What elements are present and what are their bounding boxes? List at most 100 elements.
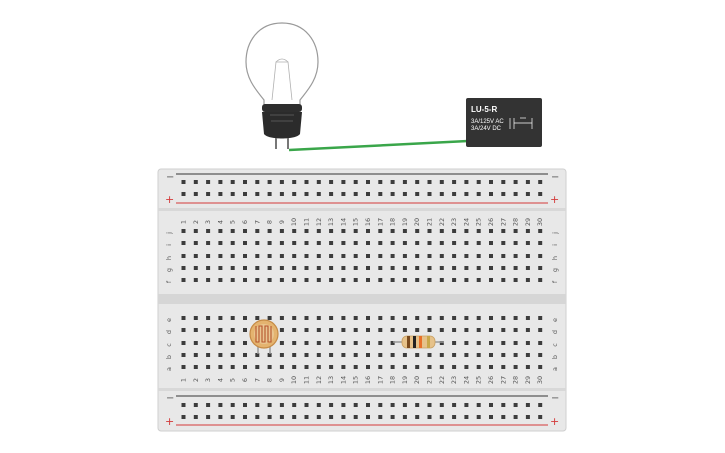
rail-hole[interactable] (341, 403, 346, 407)
terminal-hole[interactable] (193, 365, 198, 369)
terminal-hole[interactable] (292, 241, 297, 245)
terminal-hole[interactable] (402, 353, 407, 357)
terminal-hole[interactable] (181, 328, 186, 332)
rail-hole[interactable] (255, 180, 260, 184)
terminal-hole[interactable] (206, 316, 211, 320)
breadboard[interactable]: − − + + − − + + 112233445566778899101011… (157, 168, 567, 432)
terminal-hole[interactable] (378, 316, 383, 320)
terminal-hole[interactable] (341, 229, 346, 233)
rail-hole[interactable] (427, 192, 432, 196)
terminal-hole[interactable] (439, 266, 444, 270)
terminal-hole[interactable] (452, 341, 457, 345)
terminal-hole[interactable] (353, 353, 358, 357)
terminal-hole[interactable] (427, 328, 432, 332)
rail-hole[interactable] (279, 403, 284, 407)
terminal-hole[interactable] (452, 229, 457, 233)
terminal-hole[interactable] (415, 353, 420, 357)
terminal-hole[interactable] (501, 229, 506, 233)
terminal-hole[interactable] (304, 316, 309, 320)
terminal-hole[interactable] (353, 266, 358, 270)
terminal-hole[interactable] (329, 278, 334, 282)
terminal-hole[interactable] (353, 229, 358, 233)
terminal-hole[interactable] (243, 316, 247, 320)
terminal-hole[interactable] (304, 229, 309, 233)
rail-hole[interactable] (366, 415, 370, 419)
terminal-hole[interactable] (193, 254, 198, 258)
terminal-hole[interactable] (316, 316, 321, 320)
terminal-hole[interactable] (181, 241, 186, 245)
photoresistor-icon[interactable] (249, 319, 279, 354)
rail-hole[interactable] (427, 415, 432, 419)
terminal-hole[interactable] (255, 353, 260, 357)
terminal-hole[interactable] (353, 278, 358, 282)
terminal-hole[interactable] (501, 254, 506, 258)
rail-hole[interactable] (267, 180, 272, 184)
terminal-hole[interactable] (439, 328, 444, 332)
terminal-hole[interactable] (279, 266, 284, 270)
rail-hole[interactable] (230, 415, 235, 419)
terminal-hole[interactable] (304, 241, 309, 245)
terminal-hole[interactable] (476, 254, 481, 258)
rail-hole[interactable] (366, 180, 370, 184)
terminal-hole[interactable] (181, 229, 186, 233)
rail-hole[interactable] (218, 415, 223, 419)
terminal-hole[interactable] (181, 278, 186, 282)
rail-hole[interactable] (501, 192, 506, 196)
terminal-hole[interactable] (206, 278, 211, 282)
terminal-hole[interactable] (390, 328, 395, 332)
terminal-hole[interactable] (206, 241, 211, 245)
terminal-hole[interactable] (193, 341, 198, 345)
rail-hole[interactable] (255, 403, 260, 407)
rail-hole[interactable] (267, 403, 272, 407)
rail-hole[interactable] (181, 403, 186, 407)
terminal-hole[interactable] (230, 341, 235, 345)
terminal-hole[interactable] (439, 241, 444, 245)
terminal-hole[interactable] (427, 241, 432, 245)
rail-hole[interactable] (267, 192, 272, 196)
light-bulb-icon[interactable] (245, 22, 319, 149)
terminal-hole[interactable] (243, 241, 247, 245)
terminal-hole[interactable] (329, 328, 334, 332)
rail-hole[interactable] (230, 180, 235, 184)
terminal-hole[interactable] (476, 278, 481, 282)
rail-hole[interactable] (316, 415, 321, 419)
terminal-hole[interactable] (193, 353, 198, 357)
terminal-hole[interactable] (304, 254, 309, 258)
terminal-hole[interactable] (378, 353, 383, 357)
terminal-hole[interactable] (341, 328, 346, 332)
rail-hole[interactable] (329, 415, 334, 419)
terminal-hole[interactable] (489, 254, 493, 258)
rail-hole[interactable] (193, 415, 198, 419)
terminal-hole[interactable] (255, 365, 260, 369)
rail-hole[interactable] (267, 415, 272, 419)
terminal-hole[interactable] (464, 365, 469, 369)
terminal-hole[interactable] (513, 316, 518, 320)
rail-hole[interactable] (341, 180, 346, 184)
rail-hole[interactable] (489, 415, 493, 419)
terminal-hole[interactable] (390, 353, 395, 357)
terminal-hole[interactable] (402, 266, 407, 270)
terminal-hole[interactable] (243, 353, 247, 357)
rail-hole[interactable] (452, 403, 457, 407)
rail-hole[interactable] (353, 192, 358, 196)
rail-hole[interactable] (476, 192, 481, 196)
terminal-hole[interactable] (402, 328, 407, 332)
terminal-hole[interactable] (501, 316, 506, 320)
rail-hole[interactable] (390, 180, 395, 184)
rail-hole[interactable] (415, 192, 420, 196)
terminal-hole[interactable] (341, 278, 346, 282)
rail-hole[interactable] (255, 415, 260, 419)
rail-hole[interactable] (513, 192, 518, 196)
terminal-hole[interactable] (525, 316, 530, 320)
terminal-hole[interactable] (341, 266, 346, 270)
rail-hole[interactable] (538, 192, 543, 196)
terminal-hole[interactable] (378, 328, 383, 332)
terminal-hole[interactable] (402, 254, 407, 258)
rail-hole[interactable] (525, 192, 530, 196)
terminal-hole[interactable] (341, 353, 346, 357)
terminal-hole[interactable] (206, 353, 211, 357)
terminal-hole[interactable] (366, 278, 370, 282)
rail-hole[interactable] (378, 403, 383, 407)
terminal-hole[interactable] (402, 278, 407, 282)
terminal-hole[interactable] (267, 229, 272, 233)
